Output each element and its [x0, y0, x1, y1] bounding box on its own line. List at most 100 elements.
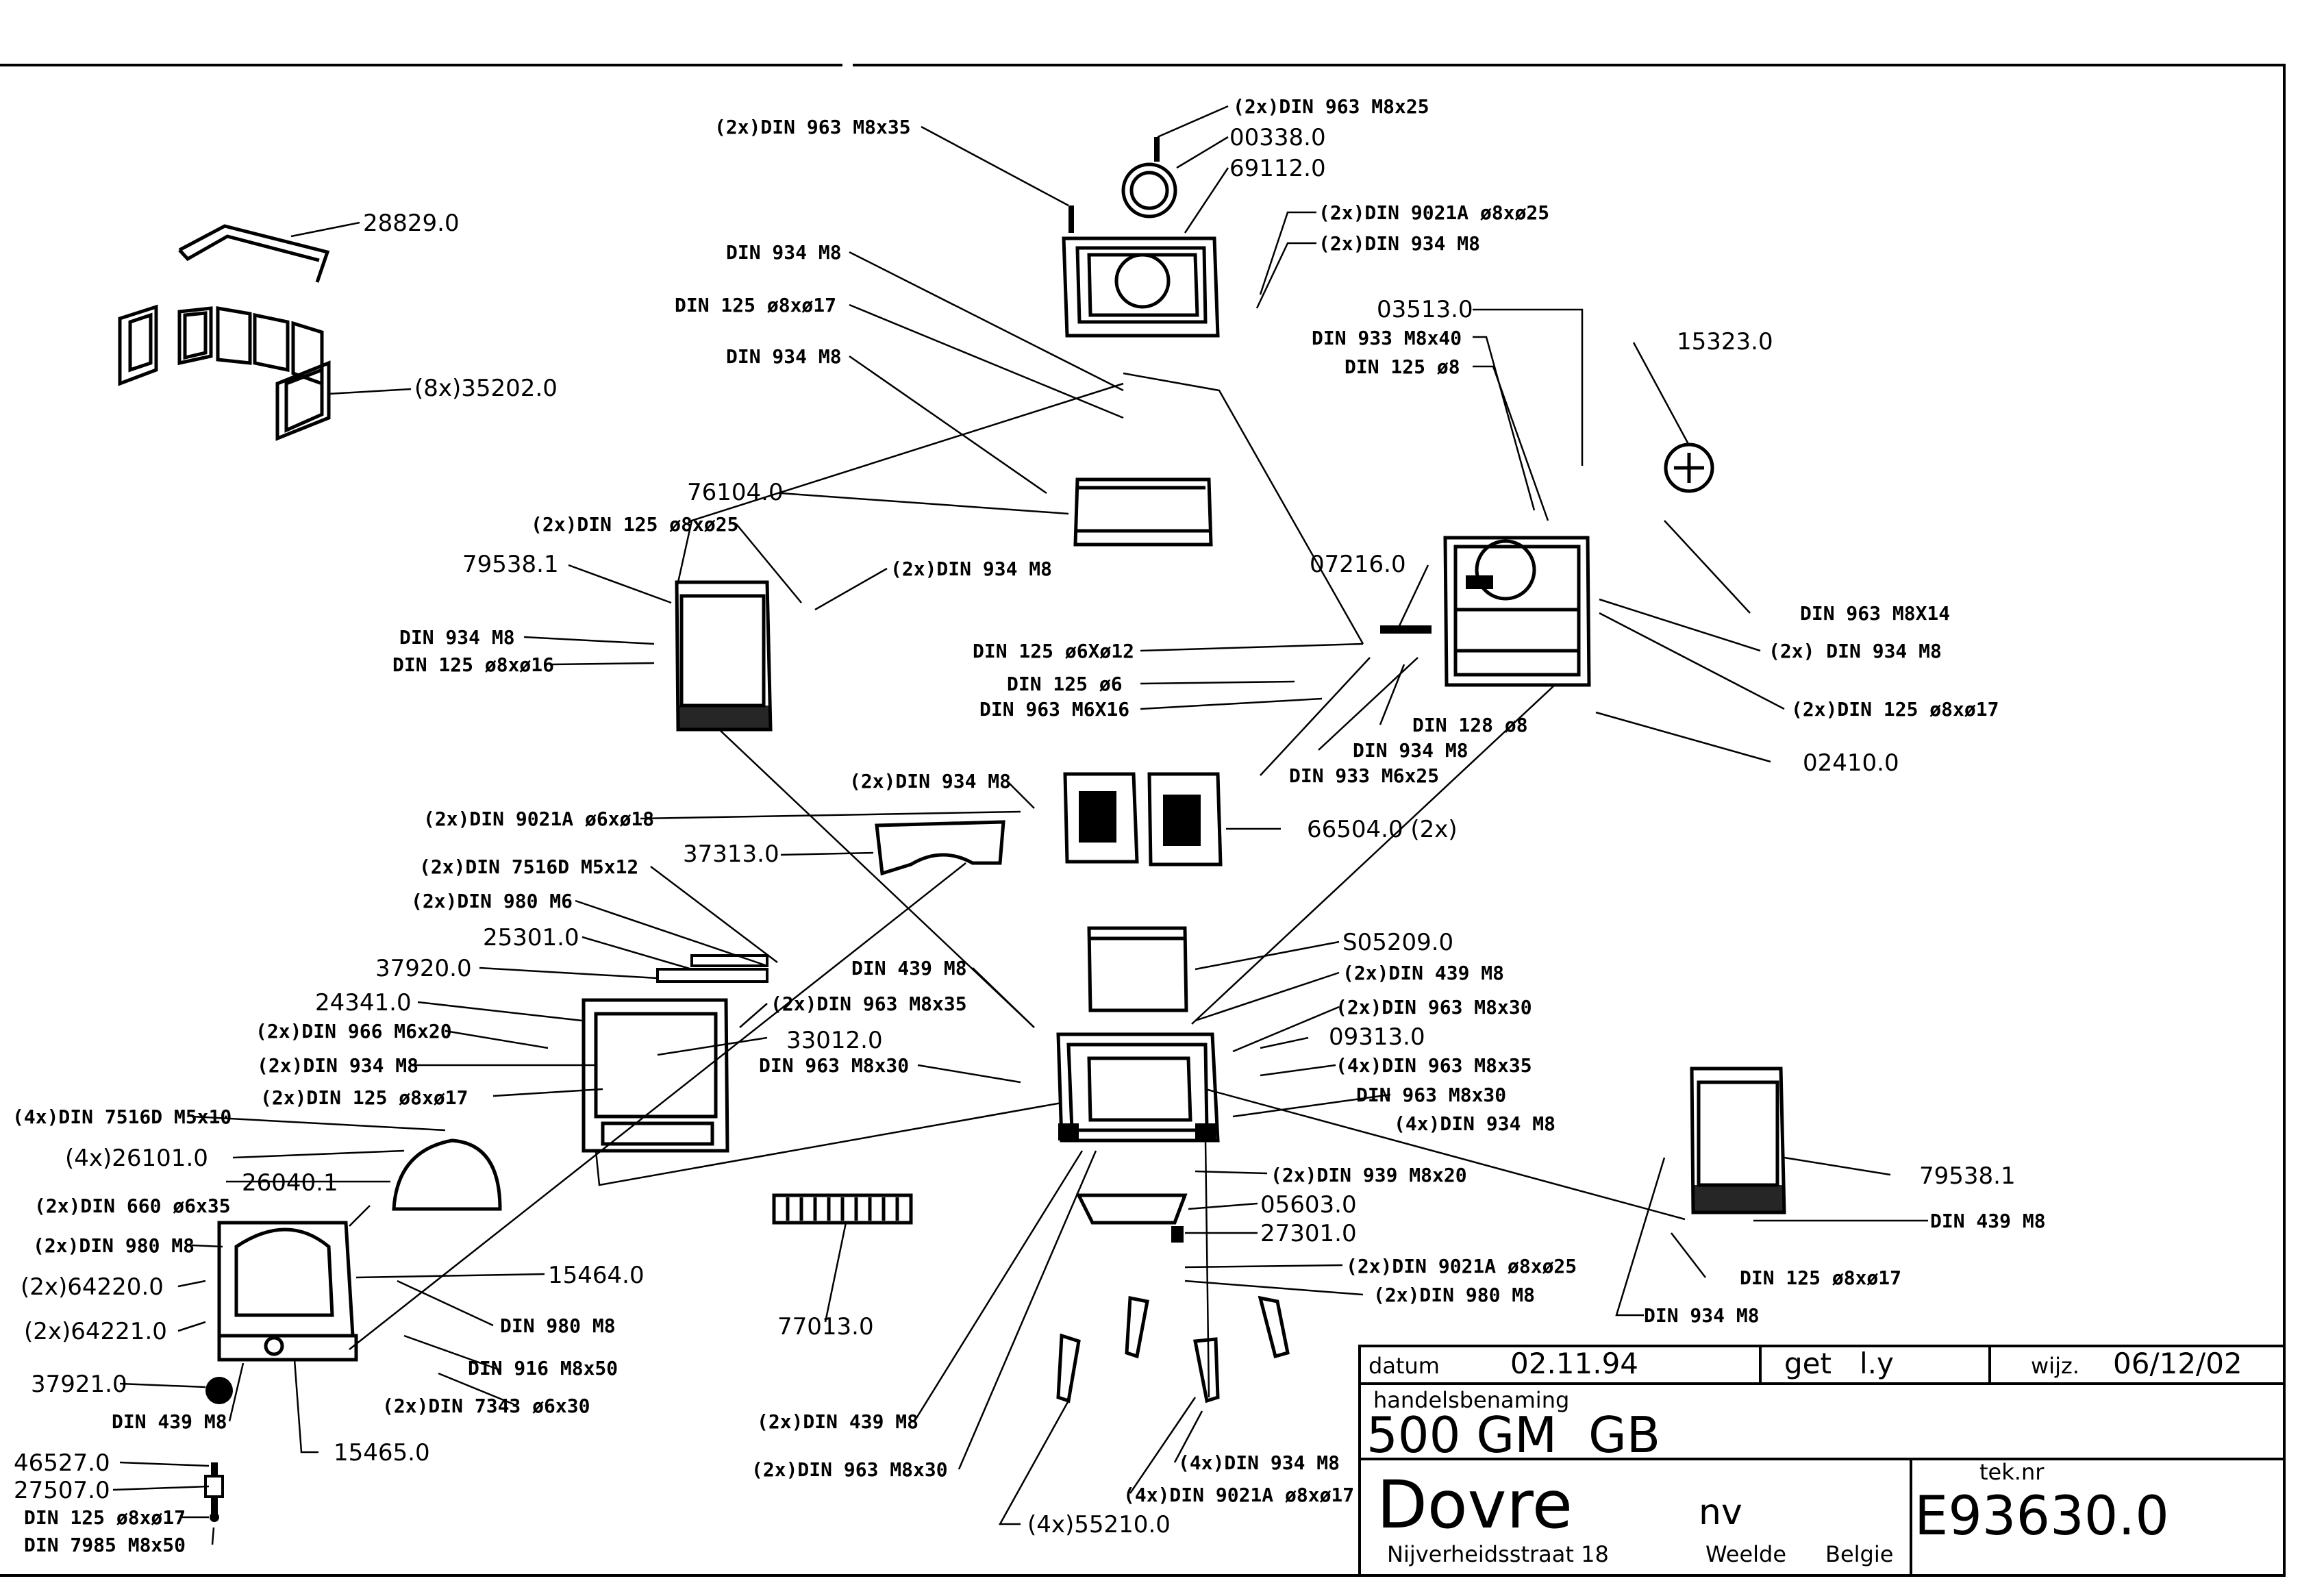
- tb-datum-value: 02.11.94: [1510, 1347, 1638, 1380]
- label-l65: (2x)DIN 980 M8: [33, 1234, 195, 1257]
- sheet-border: [0, 64, 2286, 1577]
- label-l40: S05209.0: [1342, 929, 1453, 956]
- label-l20: 07216.0: [1310, 551, 1406, 578]
- label-l73: (2x)64221.0: [24, 1318, 167, 1345]
- part-69112-top-plate: [1062, 137, 1220, 338]
- label-l38: (2x)DIN 980 M6: [411, 890, 573, 912]
- part-s05209: [1087, 926, 1188, 1012]
- label-l54: (2x)DIN 125 ø8xø17: [260, 1086, 468, 1109]
- label-l30: DIN 934 M8: [1353, 739, 1468, 762]
- part-02410-right-box: [1380, 442, 1714, 687]
- label-l84: 27507.0: [14, 1477, 110, 1504]
- label-l55: (4x)DIN 934 M8: [1394, 1112, 1555, 1135]
- tb-tek-label: tek.nr: [1979, 1459, 2045, 1485]
- part-66504-panels: [1063, 772, 1223, 866]
- tb-datum-label: datum: [1368, 1353, 1440, 1379]
- label-l58: 79538.1: [1919, 1162, 2016, 1190]
- label-l52: (2x)DIN 934 M8: [257, 1054, 418, 1077]
- label-l34: (2x)DIN 9021A ø6xø18: [423, 808, 654, 830]
- label-l17: (2x)DIN 125 ø8xø25: [531, 513, 738, 536]
- label-l70: DIN 125 ø8xø17: [1740, 1267, 1901, 1289]
- label-l66: 15464.0: [548, 1262, 645, 1289]
- label-l18: 79538.1: [462, 551, 559, 578]
- label-l63: DIN 439 M8: [1930, 1210, 2046, 1232]
- label-l36: 37313.0: [683, 840, 779, 868]
- label-l48: 33012.0: [786, 1027, 883, 1054]
- label-l04: 69112.0: [1229, 155, 1326, 182]
- label-l11: DIN 933 M8x40: [1312, 327, 1462, 349]
- tb-country: Belgie: [1825, 1541, 1893, 1567]
- label-l49: 09313.0: [1329, 1023, 1425, 1051]
- label-l77: (2x)DIN 7343 ø6x30: [382, 1395, 590, 1417]
- label-l07: (2x)DIN 934 M8: [1318, 232, 1480, 255]
- label-l50: DIN 963 M8x30: [759, 1054, 909, 1077]
- label-l76: 37921.0: [31, 1371, 127, 1398]
- tb-town: Weelde: [1705, 1541, 1786, 1567]
- label-l62: 05603.0: [1260, 1191, 1357, 1219]
- label-l86: DIN 125 ø8xø17: [24, 1506, 186, 1529]
- tb-get-label: get: [1784, 1347, 1832, 1380]
- callout-labels: (2x)DIN 963 M8x25 (2x)DIN 963 M8x35 0033…: [12, 95, 2046, 1556]
- label-l22: DIN 934 M8: [399, 626, 515, 649]
- label-l83: (4x)DIN 934 M8: [1178, 1451, 1340, 1474]
- label-l56: (4x)DIN 7516D M5x10: [12, 1106, 232, 1128]
- label-l21: DIN 963 M8X14: [1800, 602, 1950, 625]
- tb-company-suffix: nv: [1699, 1492, 1742, 1533]
- label-l79: (2x)DIN 439 M8: [757, 1410, 918, 1433]
- label-l23: DIN 125 ø8xø16: [392, 653, 554, 676]
- tb-street: Nijverheidsstraat 18: [1387, 1541, 1609, 1567]
- label-l05: 28829.0: [363, 210, 460, 237]
- label-l42: DIN 439 M8: [851, 957, 967, 980]
- part-05603: [1075, 1193, 1188, 1243]
- tb-get-value: l.y: [1860, 1347, 1894, 1380]
- part-bolt-stack: [204, 1462, 224, 1522]
- tb-tek-number: E93630.0: [1914, 1486, 2169, 1547]
- label-l45: (2x)DIN 963 M8x35: [771, 993, 967, 1015]
- label-l37: (2x)DIN 7516D M5x12: [419, 856, 638, 878]
- label-l67: (2x)DIN 9021A ø8xø25: [1346, 1255, 1577, 1277]
- label-l29: DIN 128 ø8: [1412, 714, 1528, 736]
- label-l85: (4x)DIN 9021A ø8xø17: [1123, 1484, 1354, 1506]
- label-l69: (2x)DIN 980 M8: [1373, 1284, 1535, 1306]
- label-l16: 76104.0: [687, 479, 784, 506]
- label-l13: DIN 934 M8: [726, 345, 842, 368]
- part-26040-arch: [392, 1138, 502, 1211]
- part-door: [205, 1221, 358, 1404]
- label-l44: 24341.0: [315, 989, 412, 1017]
- label-l32: DIN 933 M6x25: [1289, 764, 1439, 787]
- label-l08: DIN 934 M8: [726, 241, 842, 264]
- part-central-body: [1056, 1032, 1220, 1143]
- label-l68: (2x)64220.0: [21, 1273, 164, 1301]
- label-l09: DIN 125 ø8xø17: [675, 294, 836, 316]
- label-l14: DIN 125 ø8: [1345, 356, 1460, 378]
- label-l53: DIN 963 M8x30: [1356, 1084, 1506, 1106]
- label-l80: 15465.0: [334, 1439, 430, 1467]
- label-l03: 00338.0: [1229, 124, 1326, 151]
- label-l33: (2x)DIN 934 M8: [849, 770, 1011, 793]
- label-l59: (2x)DIN 939 M8x20: [1271, 1164, 1467, 1186]
- part-79538-left: [675, 580, 773, 732]
- tb-company: Dovre: [1377, 1467, 1573, 1543]
- part-55210-legs: [1056, 1295, 1290, 1404]
- label-l74: 77013.0: [777, 1313, 874, 1341]
- label-l78: DIN 439 M8: [112, 1410, 227, 1433]
- label-l10: 03513.0: [1377, 296, 1473, 323]
- label-l60: 26040.1: [242, 1169, 338, 1197]
- label-l01: (2x)DIN 963 M8x25: [1233, 95, 1429, 118]
- part-28829: [178, 224, 330, 283]
- part-76104: [1073, 477, 1213, 547]
- part-37313: [875, 820, 1005, 876]
- part-24341-front: [582, 954, 768, 1153]
- label-l51: (4x)DIN 963 M8x35: [1336, 1054, 1532, 1077]
- label-l12: (8x)35202.0: [414, 375, 558, 402]
- label-l25: (2x) DIN 934 M8: [1768, 640, 1942, 662]
- part-77013-grate: [772, 1193, 913, 1225]
- label-l88: DIN 7985 M8x50: [24, 1534, 186, 1556]
- part-79538-right: [1690, 1067, 1786, 1214]
- label-l24: DIN 125 ø6Xø12: [973, 640, 1134, 662]
- label-l39: 25301.0: [483, 924, 579, 951]
- tb-handelsbenaming-label: handelsbenaming: [1373, 1387, 1569, 1413]
- label-l28: (2x)DIN 125 ø8xø17: [1791, 698, 1999, 721]
- label-l06: (2x)DIN 9021A ø8xø25: [1318, 201, 1549, 224]
